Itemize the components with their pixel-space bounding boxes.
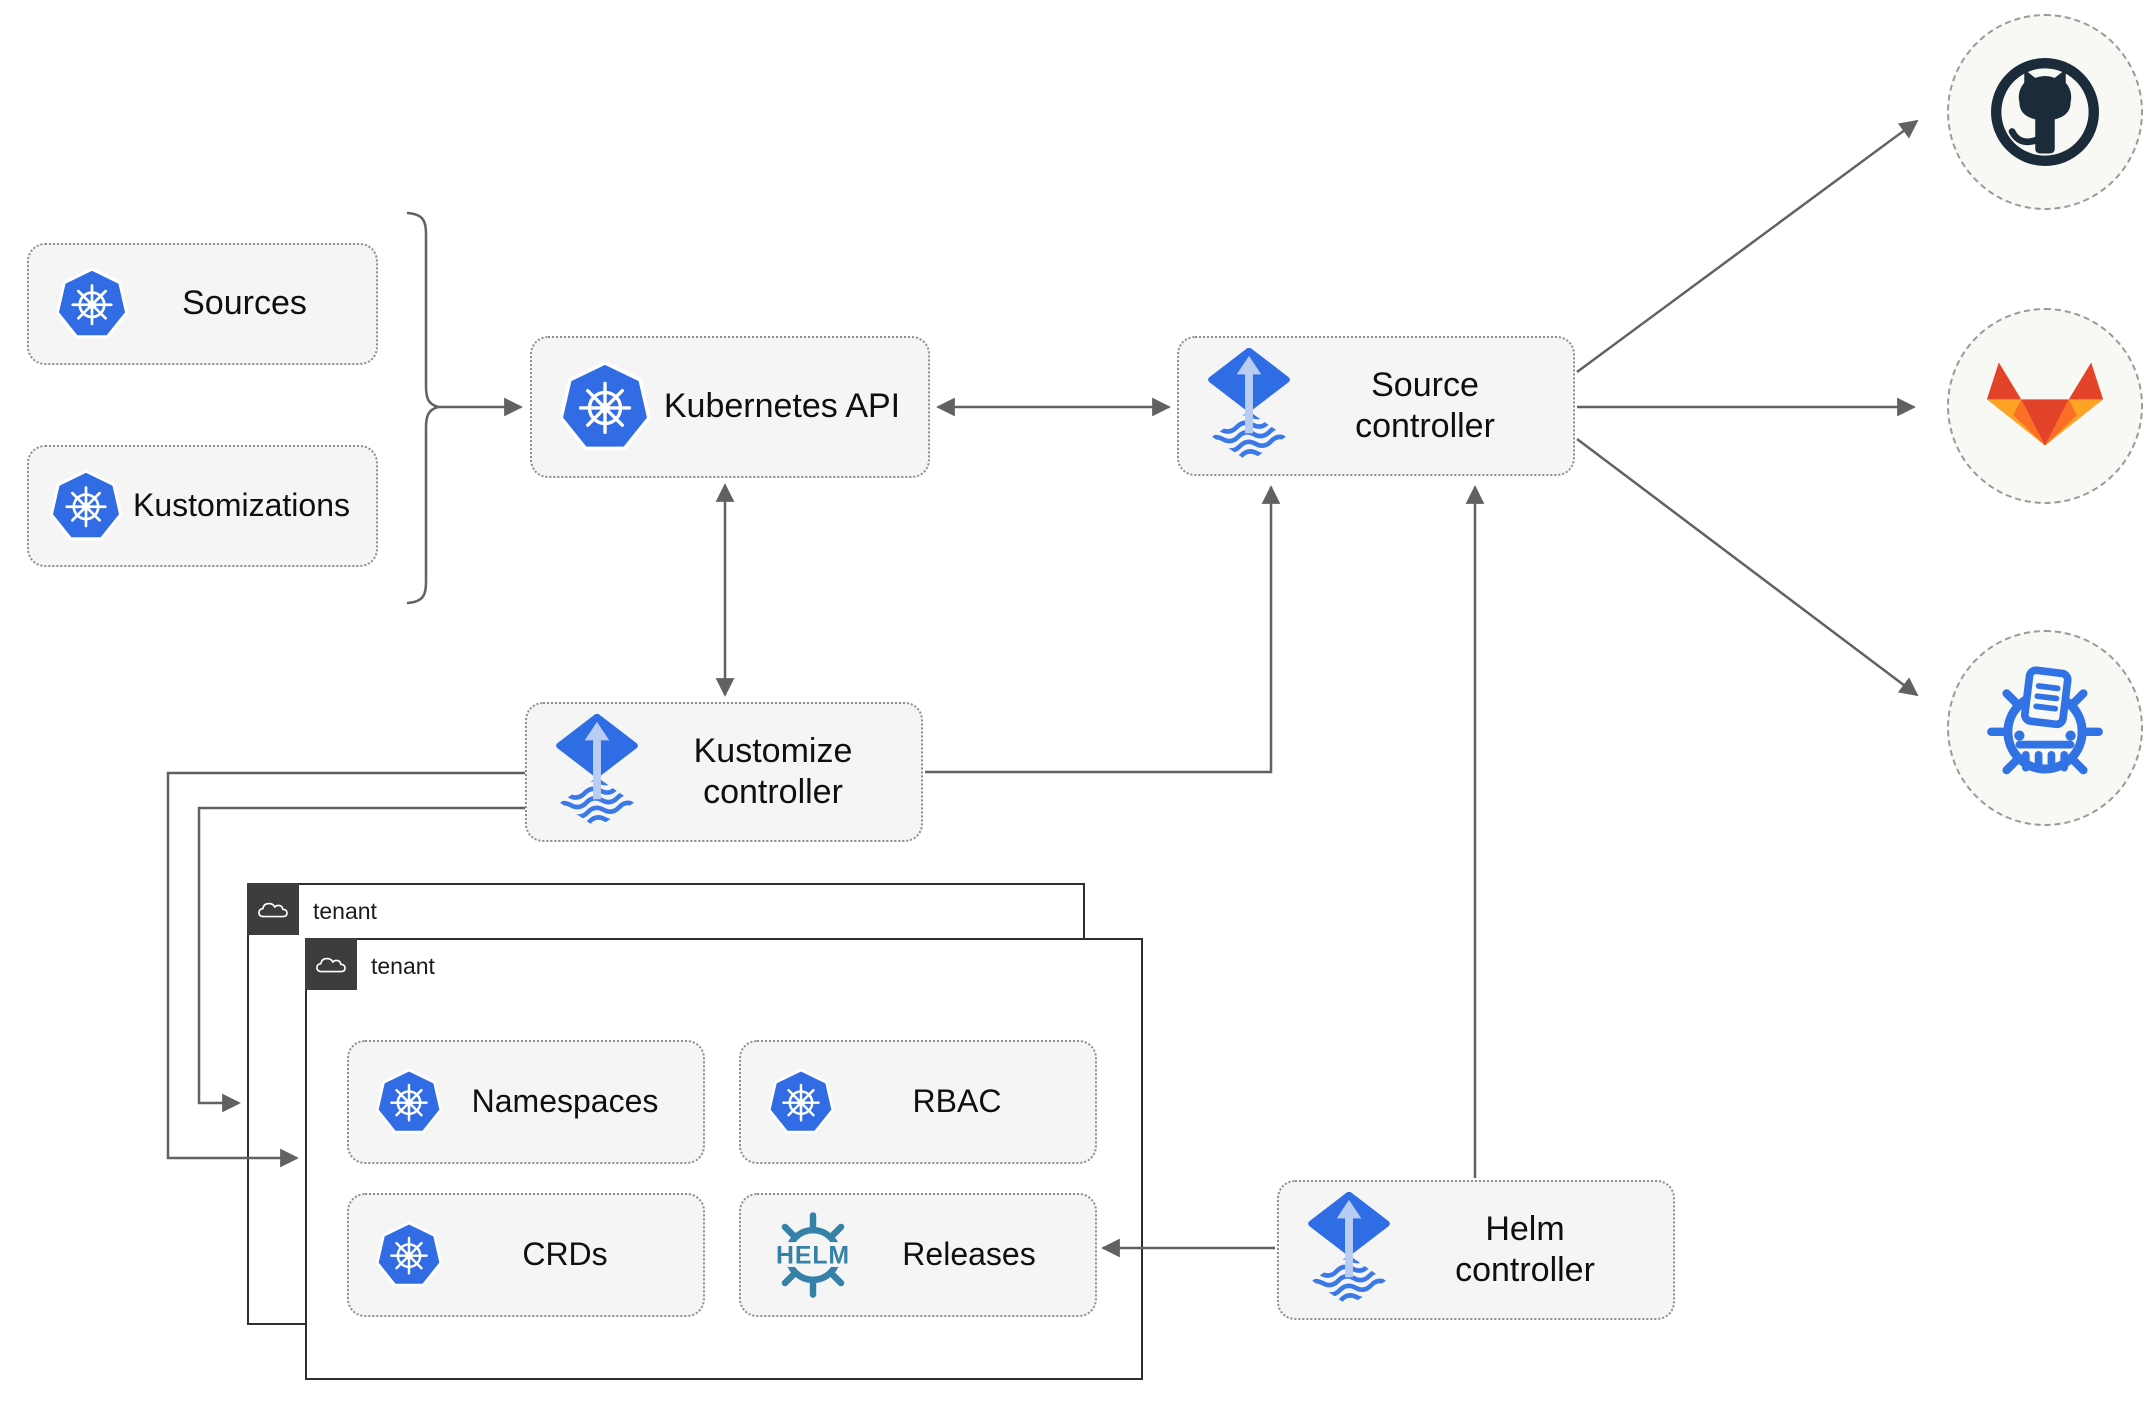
cloud-icon (316, 957, 346, 973)
kubernetes-icon (767, 1068, 835, 1136)
kubernetes-icon (375, 1221, 443, 1289)
cloud-icon (258, 902, 288, 918)
node-label: Sources (182, 284, 307, 323)
kubernetes-icon (49, 469, 123, 543)
node-crds: CRDs (347, 1193, 705, 1317)
endpoint-github (1947, 14, 2143, 210)
node-rbac: RBAC (739, 1040, 1097, 1164)
helm-icon (767, 1209, 859, 1301)
flux-icon (1305, 1192, 1393, 1308)
node-kubernetes-api: Kubernetes API (530, 336, 930, 478)
kubernetes-icon (375, 1068, 443, 1136)
edge-source-controller-to-helm-repository (1576, 438, 1919, 697)
kubernetes-icon (558, 360, 652, 454)
node-label: CRDs (522, 1236, 608, 1273)
node-source-controller: Source controller (1177, 336, 1575, 476)
tenant-frame-inner: tenant Namespaces RBAC CRDs Releases (305, 938, 1143, 1380)
node-label: Helm controller (1455, 1209, 1595, 1289)
node-label: Kubernetes API (663, 387, 901, 426)
tenant-label: tenant (313, 898, 377, 924)
tenant-badge (305, 938, 357, 990)
node-kustomize-controller: Kustomize controller (525, 702, 923, 842)
endpoint-gitlab (1947, 308, 2143, 504)
node-sources: Sources (27, 243, 378, 365)
node-namespaces: Namespaces (347, 1040, 705, 1164)
kubernetes-icon (55, 267, 129, 341)
node-label: Releases (902, 1236, 1036, 1273)
endpoint-helm-repository (1947, 630, 2143, 826)
chartmuseum-icon (1981, 664, 2109, 792)
edge-kustomize-to-source-controller (925, 485, 1281, 774)
flux-icon (553, 714, 641, 830)
edge-source-controller-to-github (1576, 119, 1919, 374)
node-kustomizations: Kustomizations (27, 445, 378, 567)
node-label: RBAC (912, 1083, 1002, 1120)
node-helm-controller: Helm controller (1277, 1180, 1675, 1320)
node-label: Kustomize controller (693, 731, 853, 811)
tenant-label: tenant (371, 953, 435, 979)
node-releases: Releases (739, 1193, 1097, 1317)
brace-sources-group (406, 211, 443, 605)
node-label: Kustomizations (133, 487, 350, 524)
gitlab-icon (1986, 362, 2104, 446)
flux-icon (1205, 348, 1293, 464)
node-label: Namespaces (471, 1083, 659, 1120)
tenant-badge (247, 883, 299, 935)
node-label: Source controller (1355, 365, 1495, 445)
github-icon (1984, 51, 2106, 173)
